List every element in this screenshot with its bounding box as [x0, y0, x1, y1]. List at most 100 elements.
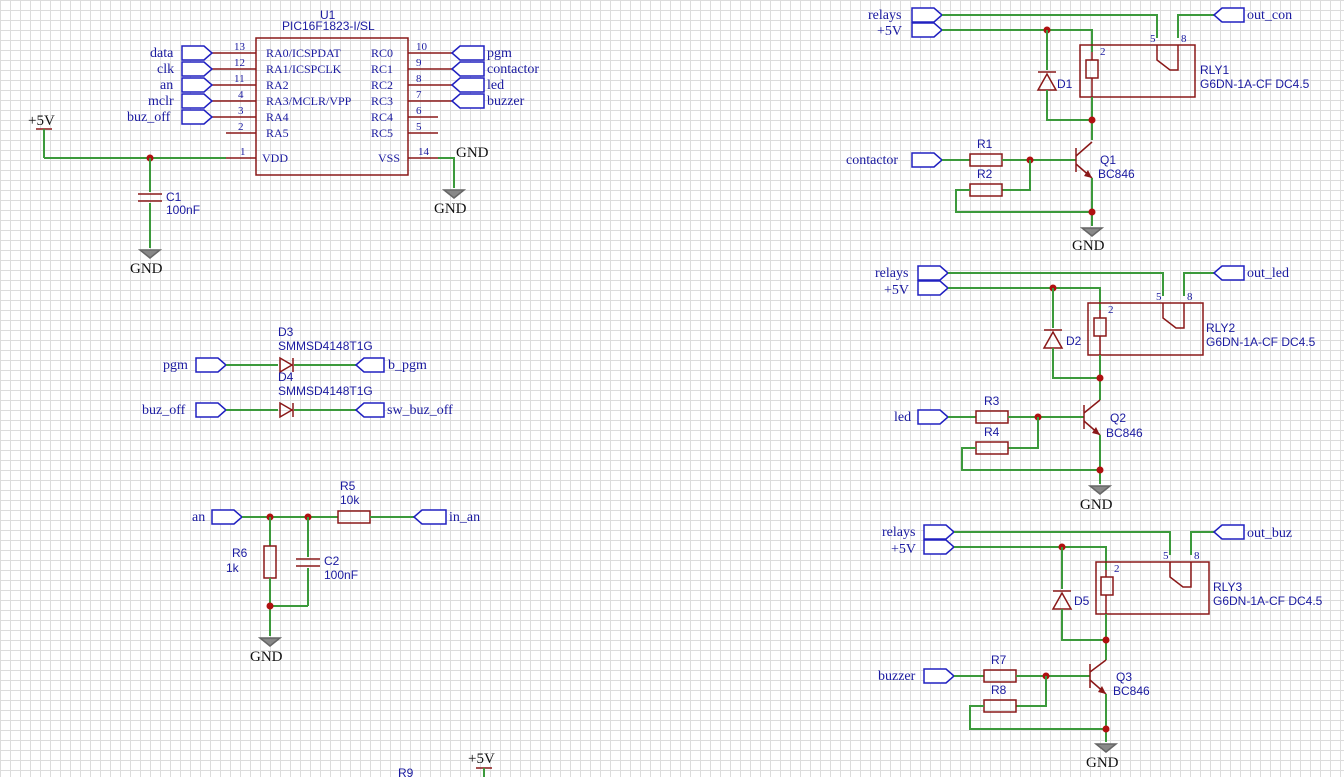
flag-clk[interactable]: clk	[157, 61, 214, 77]
svg-text:8: 8	[1181, 33, 1187, 45]
svg-text:led: led	[894, 410, 911, 425]
mcu-pin-ra5[interactable]: 2 RA5	[226, 121, 289, 140]
svg-text:12: 12	[234, 57, 245, 69]
svg-text:pgm: pgm	[163, 358, 188, 373]
mcu-pin-rc4[interactable]: 6 RC4	[371, 105, 438, 124]
svg-text:10: 10	[416, 41, 428, 53]
flag-data[interactable]: data	[150, 45, 214, 61]
svg-text:8: 8	[1194, 550, 1200, 562]
svg-text:R8: R8	[991, 683, 1007, 697]
svg-text:14: 14	[418, 146, 430, 158]
mcu-pin-ra2[interactable]: 11 RA2	[212, 73, 289, 92]
mcu-pin-rc0[interactable]: 10 RC0	[371, 41, 452, 60]
svg-text:13: 13	[234, 41, 246, 53]
flag-mclr[interactable]: mclr	[148, 93, 214, 109]
mcu-pin-rc5[interactable]: 5 RC5	[371, 121, 438, 140]
mcu-pin-vss[interactable]: 14 VSS	[378, 146, 438, 165]
svg-text:RC3: RC3	[371, 94, 393, 108]
svg-text:R3: R3	[984, 394, 1000, 408]
svg-text:relays: relays	[882, 525, 915, 540]
vss-net-label: GND	[456, 145, 489, 161]
mcu-pin-rc2[interactable]: 8 RC2	[371, 73, 452, 92]
svg-text:RC5: RC5	[371, 126, 393, 140]
mcu-pin-vdd[interactable]: 1 VDD	[226, 146, 288, 165]
partial-vcc-symbol[interactable]: +5V	[468, 751, 495, 777]
flag-buz-off[interactable]: buz_off	[127, 109, 214, 125]
diode-d4-circuit[interactable]: buz_off sw_buz_off D4 SMMSD4148T1G	[142, 370, 453, 419]
svg-text:R4: R4	[984, 425, 1000, 439]
svg-text:GND: GND	[250, 649, 283, 665]
flag-led-mcu[interactable]: led	[450, 77, 504, 93]
svg-text:4: 4	[238, 89, 244, 101]
gnd-symbol-c1[interactable]: GND	[130, 249, 163, 277]
mcu-pin-rc1[interactable]: 9 RC1	[371, 57, 452, 76]
analog-input-circuit[interactable]: an R5 10k in_an R6 1k C2 100nF GND	[192, 479, 480, 665]
svg-text:in_an: in_an	[449, 510, 480, 525]
svg-text:R7: R7	[991, 653, 1007, 667]
svg-text:+5V: +5V	[877, 24, 902, 39]
svg-text:R6: R6	[232, 546, 248, 560]
mcu-pin-ra0[interactable]: 13 RA0/ICSPDAT	[212, 41, 341, 60]
mcu-pin-ra3[interactable]: 4 RA3/MCLR/VPP	[212, 89, 352, 108]
svg-text:RC1: RC1	[371, 62, 393, 76]
svg-text:R2: R2	[977, 167, 993, 181]
mcu-pin-ra1[interactable]: 12 RA1/ICSPCLK	[212, 57, 342, 76]
svg-text:D5: D5	[1074, 594, 1090, 608]
relay-stage-2[interactable]: relays +5V D2 2 5 8 RLY2 G6DN-1A-CF DC4.…	[875, 265, 1316, 513]
svg-text:RA4: RA4	[266, 110, 289, 124]
svg-text:Q1: Q1	[1100, 153, 1116, 167]
svg-text:+5V: +5V	[884, 283, 909, 298]
svg-text:buzzer: buzzer	[878, 669, 916, 684]
svg-text:Q3: Q3	[1116, 670, 1132, 684]
svg-text:contactor: contactor	[487, 62, 539, 77]
svg-text:9: 9	[416, 57, 422, 69]
flag-pgm-mcu[interactable]: pgm	[450, 45, 512, 61]
svg-text:relays: relays	[875, 266, 908, 281]
svg-text:GND: GND	[1080, 497, 1113, 513]
svg-text:RA0/ICSPDAT: RA0/ICSPDAT	[266, 46, 341, 60]
svg-text:sw_buz_off: sw_buz_off	[387, 403, 453, 418]
mcu-pin-ra4[interactable]: 3 RA4	[212, 105, 289, 124]
flag-buzzer-mcu[interactable]: buzzer	[450, 93, 525, 109]
diode-d3-circuit[interactable]: pgm b_pgm D3 SMMSD4148T1G	[163, 325, 427, 374]
svg-text:1k: 1k	[226, 561, 240, 575]
svg-text:D3: D3	[278, 325, 294, 339]
mcu-u1[interactable]: U1 PIC16F1823-I/SL 13 RA0/ICSPDAT 12 RA1…	[212, 8, 452, 176]
svg-text:R9: R9	[398, 766, 414, 777]
svg-text:G6DN-1A-CF DC4.5: G6DN-1A-CF DC4.5	[1213, 594, 1323, 608]
flag-contactor-mcu[interactable]: contactor	[450, 61, 539, 77]
svg-text:8: 8	[416, 73, 422, 85]
svg-text:BC846: BC846	[1113, 684, 1150, 698]
gnd-symbol-mcu[interactable]: GND	[434, 189, 467, 217]
svg-text:pgm: pgm	[487, 46, 512, 61]
svg-text:1: 1	[240, 146, 246, 158]
vcc-symbol-main[interactable]: +5V	[28, 113, 55, 158]
svg-text:Q2: Q2	[1110, 411, 1126, 425]
svg-text:R1: R1	[977, 137, 993, 151]
relay-stage-3[interactable]: relays +5V D5 2 5 8 RLY3 G6DN-1A-CF DC4.…	[878, 524, 1323, 771]
mcu-pin-rc3[interactable]: 7 RC3	[371, 89, 452, 108]
svg-text:out_con: out_con	[1247, 8, 1292, 23]
svg-text:3: 3	[238, 105, 244, 117]
svg-text:out_led: out_led	[1247, 266, 1289, 281]
svg-text:7: 7	[416, 89, 422, 101]
svg-text:SMMSD4148T1G: SMMSD4148T1G	[278, 339, 373, 353]
svg-text:data: data	[150, 46, 174, 61]
svg-text:VSS: VSS	[378, 151, 400, 165]
svg-text:led: led	[487, 78, 504, 93]
svg-text:R5: R5	[340, 479, 356, 493]
mcu-value: PIC16F1823-I/SL	[282, 19, 375, 33]
svg-text:6: 6	[416, 105, 422, 117]
relay-stage-1[interactable]: relays +5V D1 2 5 8 RLY1 G6DN-1A-CF DC4.…	[846, 7, 1310, 254]
partial-r9[interactable]: R9	[398, 766, 414, 777]
svg-text:buz_off: buz_off	[127, 110, 171, 125]
svg-text:BC846: BC846	[1106, 426, 1143, 440]
svg-text:C2: C2	[324, 554, 340, 568]
svg-text:5: 5	[1150, 33, 1156, 45]
flag-an-mcu[interactable]: an	[160, 77, 214, 93]
svg-text:clk: clk	[157, 62, 174, 77]
capacitor-c1[interactable]: C1 100nF	[138, 158, 200, 248]
svg-text:2: 2	[238, 121, 244, 133]
svg-text:RC4: RC4	[371, 110, 393, 124]
